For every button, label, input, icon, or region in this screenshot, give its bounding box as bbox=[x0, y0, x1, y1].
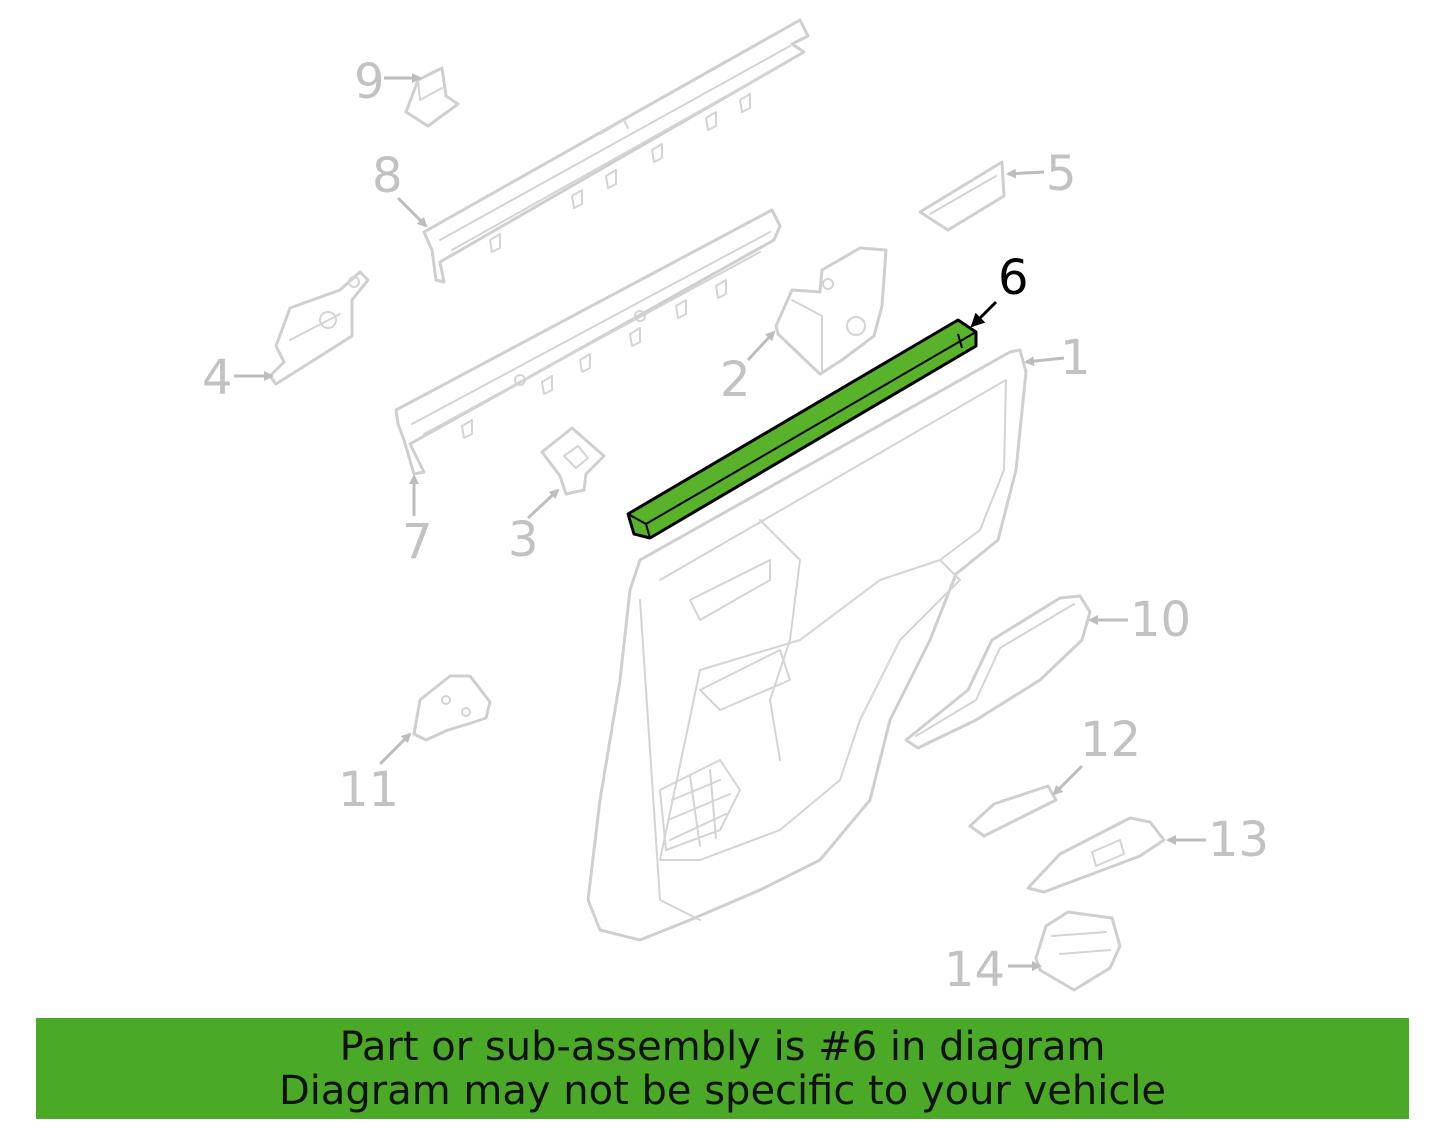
callout-8: 8 bbox=[372, 148, 403, 204]
part-3-socket bbox=[540, 426, 606, 496]
callout-14: 14 bbox=[944, 942, 1005, 998]
parts-diagram: 1 2 3 4 5 6 7 8 9 10 11 12 13 14 bbox=[202, 18, 1269, 998]
callout-2: 2 bbox=[720, 352, 751, 408]
callout-7: 7 bbox=[402, 514, 433, 570]
part-4-latch-bracket bbox=[268, 270, 370, 386]
callout-6: 6 bbox=[998, 250, 1029, 306]
callout-1: 1 bbox=[1060, 330, 1091, 386]
callout-11: 11 bbox=[338, 762, 399, 818]
part-5-trim-piece bbox=[918, 160, 1006, 232]
banner-line-1: Part or sub-assembly is #6 in diagram bbox=[339, 1023, 1106, 1070]
callout-4: 4 bbox=[202, 350, 233, 406]
part-12-switch bbox=[968, 784, 1058, 838]
callout-3: 3 bbox=[508, 512, 539, 568]
callout-5: 5 bbox=[1046, 146, 1077, 202]
callout-6-leader bbox=[970, 300, 998, 328]
part-10-armrest bbox=[904, 594, 1092, 750]
part-7-lower-rail bbox=[394, 208, 782, 476]
part-14-switch-module bbox=[1034, 910, 1122, 992]
part-6-highlighted bbox=[626, 318, 978, 540]
part-8-upper-rail bbox=[422, 18, 810, 284]
callout-9: 9 bbox=[354, 54, 385, 110]
part-2-handle-bracket bbox=[774, 246, 888, 376]
part-13-switch-bezel bbox=[1026, 816, 1166, 894]
part-11-bracket bbox=[412, 674, 492, 742]
info-banner: Part or sub-assembly is #6 in diagram Di… bbox=[36, 1018, 1409, 1119]
callout-12: 12 bbox=[1080, 712, 1141, 768]
callout-13: 13 bbox=[1208, 812, 1269, 868]
part-1-door-panel bbox=[586, 348, 1028, 942]
callout-leaders bbox=[234, 73, 1206, 971]
callout-10: 10 bbox=[1130, 592, 1191, 648]
banner-line-2: Diagram may not be specific to your vehi… bbox=[278, 1067, 1167, 1114]
